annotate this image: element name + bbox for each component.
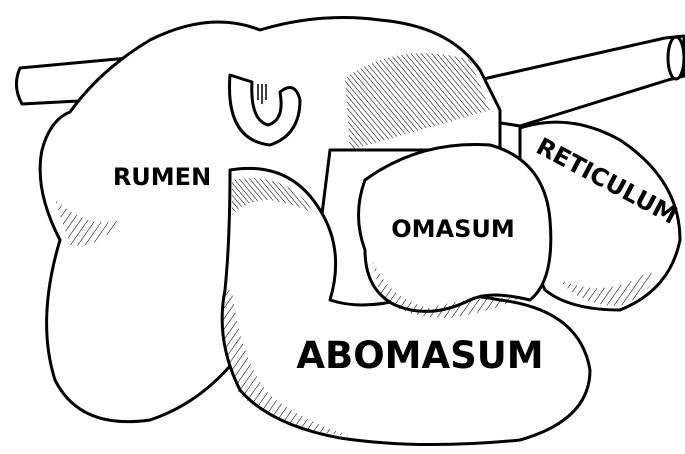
rumen-label: RUMEN: [113, 163, 211, 191]
omasum-label: OMASUM: [391, 215, 515, 243]
duodenum-tube: [470, 36, 684, 126]
duodenum-opening: [668, 37, 684, 79]
abomasum-label: ABOMASUM: [296, 334, 543, 377]
